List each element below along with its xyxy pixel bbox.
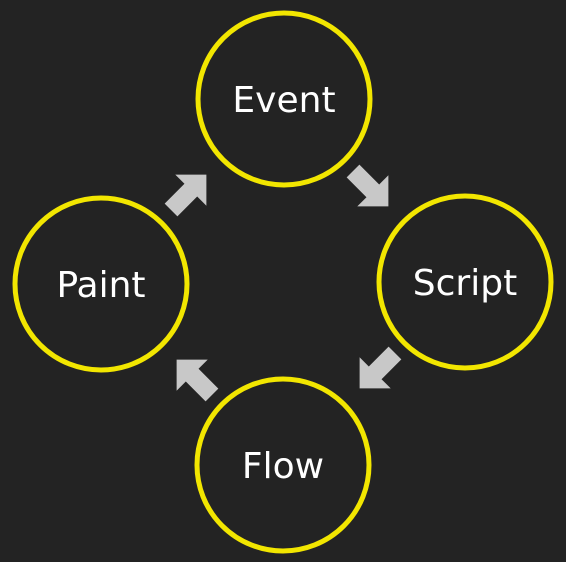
node-script-label: Script bbox=[413, 263, 517, 304]
node-flow-label: Flow bbox=[242, 446, 324, 487]
node-paint-label: Paint bbox=[56, 265, 145, 306]
arrow-up-left-icon bbox=[176, 359, 219, 402]
node-flow-circle bbox=[194, 376, 372, 554]
node-script: Script bbox=[376, 193, 554, 371]
node-paint-circle bbox=[12, 195, 190, 373]
node-event-circle bbox=[195, 10, 373, 188]
arrow-right-icon bbox=[346, 164, 389, 207]
edge-paint-to-event bbox=[164, 174, 207, 217]
edge-script-to-flow bbox=[359, 346, 402, 389]
edge-flow-to-paint bbox=[176, 359, 219, 402]
arrow-down-left-icon bbox=[359, 346, 402, 389]
node-event-label: Event bbox=[232, 80, 335, 121]
node-event: Event bbox=[195, 10, 373, 188]
edge-event-to-script bbox=[346, 164, 389, 207]
arrow-up-right-icon bbox=[164, 174, 207, 217]
node-flow: Flow bbox=[194, 376, 372, 554]
node-paint: Paint bbox=[12, 195, 190, 373]
node-script-circle bbox=[376, 193, 554, 371]
